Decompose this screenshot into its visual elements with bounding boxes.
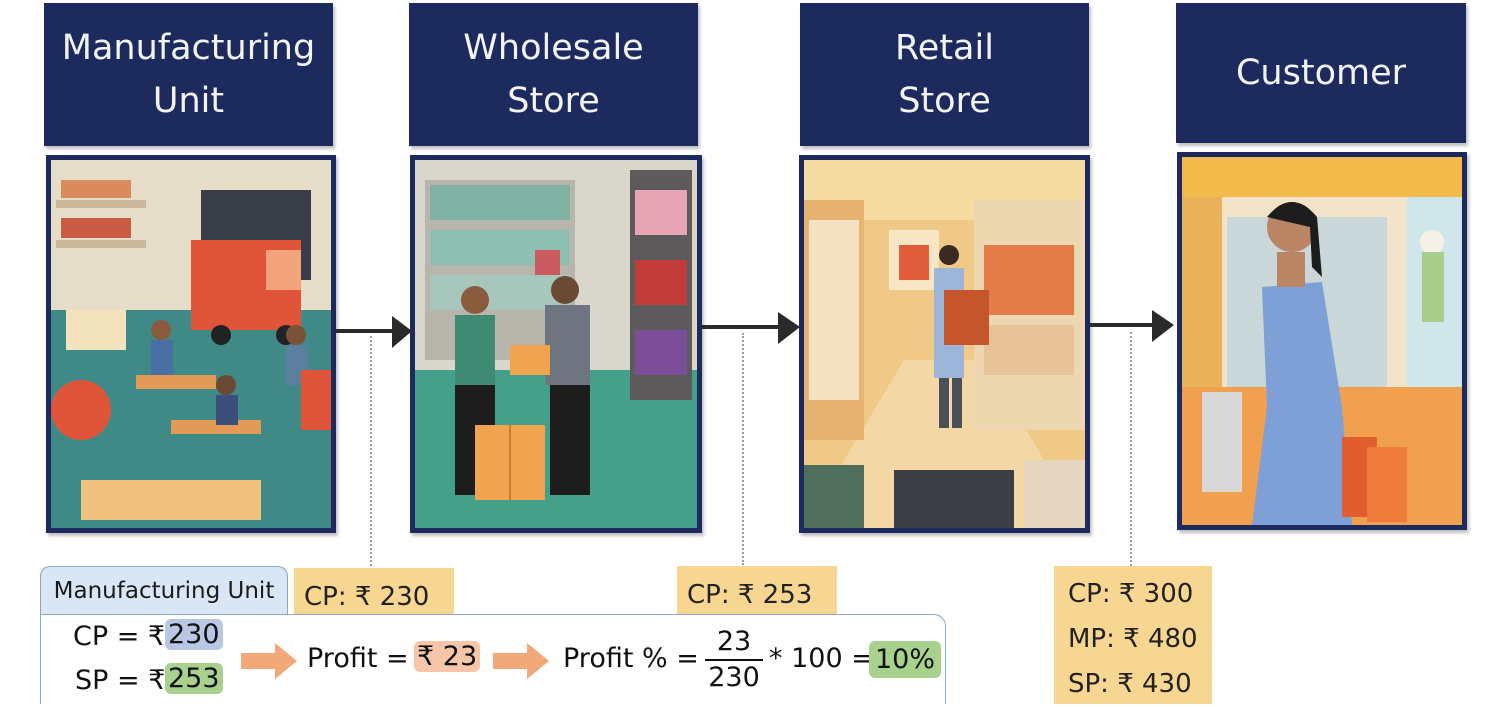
- header-title: Retail Store: [895, 28, 994, 121]
- profit-label: Profit =: [307, 643, 409, 674]
- fraction: 23 230: [705, 627, 763, 693]
- note-retail-cp: CP: ₹ 253: [677, 566, 837, 620]
- sp-label: SP = ₹: [75, 665, 166, 696]
- profit-pct-label: Profit % =: [563, 643, 699, 674]
- cp-value: 230: [165, 619, 223, 650]
- customer-illustration: [1177, 152, 1467, 530]
- dotted-connector: [370, 336, 372, 566]
- note-cp: CP: ₹ 300: [1068, 579, 1194, 609]
- arrow-right-icon: [336, 316, 412, 348]
- header-manufacturing-unit: Manufacturing Unit: [44, 3, 333, 146]
- profit-pct-result: 10%: [869, 641, 942, 678]
- note-text: CP: ₹ 230: [304, 582, 430, 612]
- retail-illustration: [799, 155, 1090, 533]
- header-wholesale-store: Wholesale Store: [409, 3, 698, 146]
- header-customer: Customer: [1176, 3, 1466, 143]
- arrow-right-icon: [702, 312, 800, 344]
- flow-arrow-icon: [493, 643, 549, 679]
- calc-tab: Manufacturing Unit: [40, 566, 288, 614]
- sp-value: 253: [165, 663, 223, 694]
- dotted-connector: [1130, 332, 1132, 566]
- header-title: Customer: [1235, 52, 1406, 93]
- header-title: Manufacturing Unit: [61, 28, 316, 121]
- note-customer-prices: CP: ₹ 300 MP: ₹ 480 SP: ₹ 430: [1054, 566, 1212, 704]
- wholesale-illustration: [410, 155, 702, 533]
- flow-arrow-icon: [241, 643, 297, 679]
- note-sp: SP: ₹ 430: [1068, 669, 1192, 699]
- calc-box: CP = ₹ 230 SP = ₹ 253 Profit = ₹ 23 Prof…: [40, 614, 946, 704]
- dotted-connector: [742, 333, 744, 565]
- header-retail-store: Retail Store: [800, 3, 1089, 146]
- header-title: Wholesale Store: [463, 28, 644, 121]
- cp-label: CP = ₹: [73, 621, 166, 652]
- times-text: * 100 =: [769, 643, 874, 674]
- manufacturing-illustration: [46, 155, 336, 533]
- profit-value: ₹ 23: [414, 641, 481, 672]
- calc-tab-label: Manufacturing Unit: [53, 577, 275, 604]
- arrow-right-icon: [1090, 310, 1174, 342]
- note-mp: MP: ₹ 480: [1068, 624, 1198, 654]
- note-wholesale-cp: CP: ₹ 230: [294, 568, 454, 620]
- fraction-denominator: 230: [708, 662, 760, 693]
- fraction-numerator: 23: [716, 626, 752, 657]
- note-text: CP: ₹ 253: [687, 580, 813, 610]
